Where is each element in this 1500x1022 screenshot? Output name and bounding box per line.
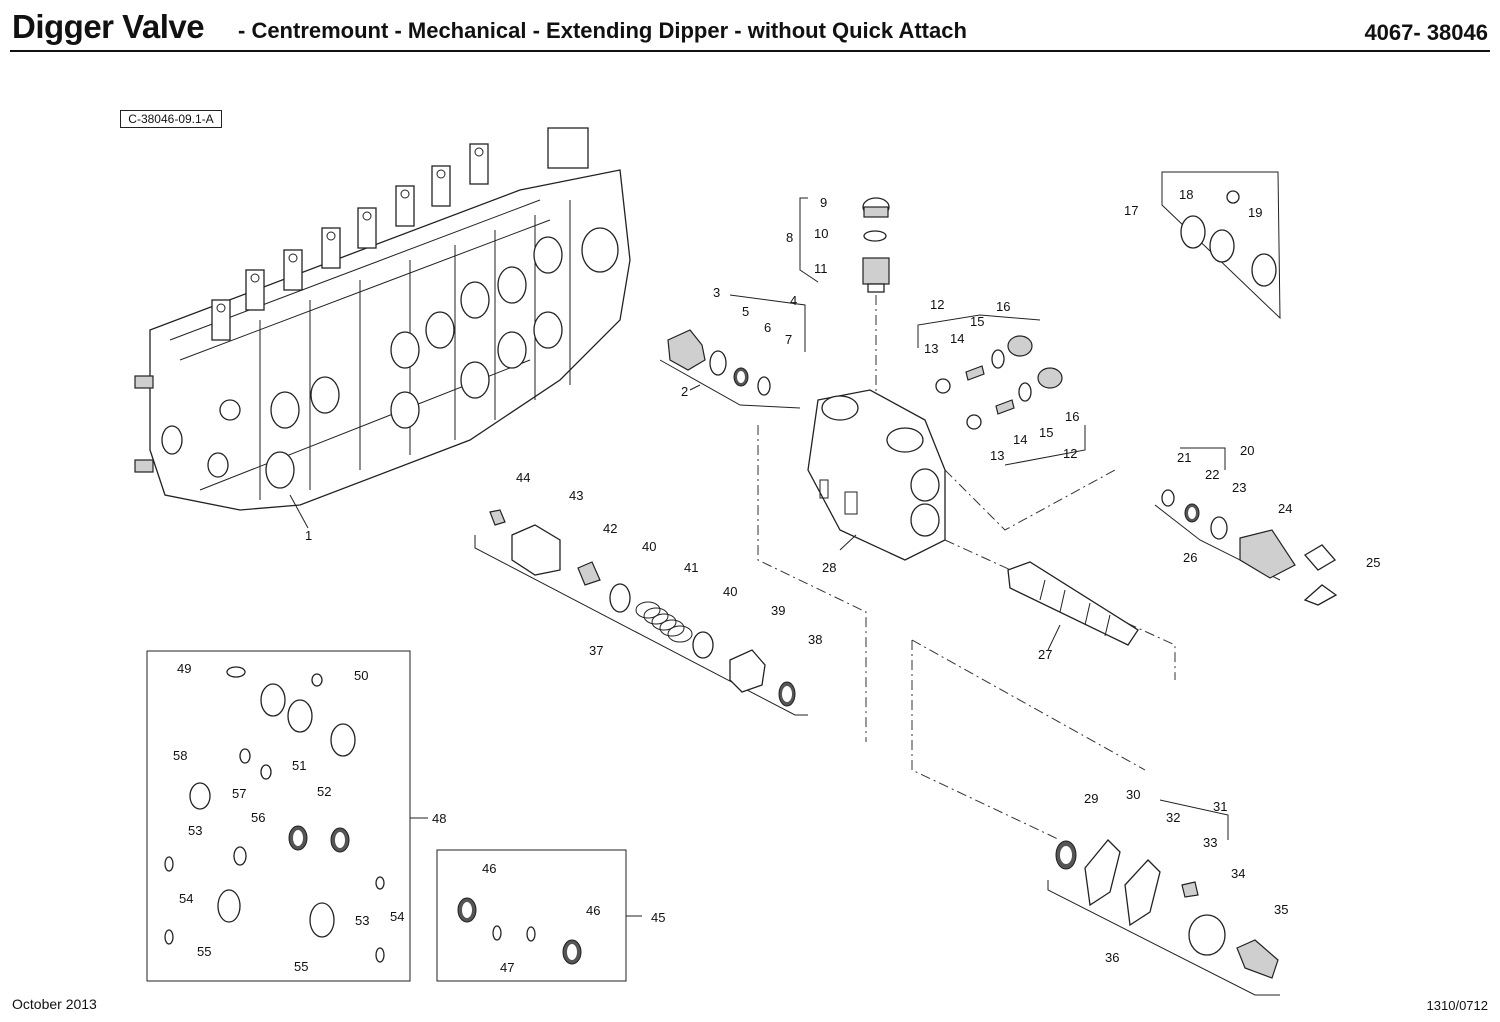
callout-45: 45 (651, 910, 665, 925)
callout-42: 42 (603, 521, 617, 536)
callout-16-2: 16 (1065, 409, 1079, 424)
callout-5: 5 (742, 304, 749, 319)
callout-28: 28 (822, 560, 836, 575)
callout-56: 56 (251, 810, 265, 825)
callout-10: 10 (814, 226, 828, 241)
callout-13-2: 13 (990, 448, 1004, 463)
callout-21: 21 (1177, 450, 1191, 465)
callout-55-2: 55 (294, 959, 308, 974)
callout-48: 48 (432, 811, 446, 826)
callout-54-2: 54 (390, 909, 404, 924)
callout-44: 44 (516, 470, 530, 485)
valve-section-body (757, 389, 1176, 841)
callout-14: 14 (950, 331, 964, 346)
callout-46-2: 46 (586, 903, 600, 918)
callout-1: 1 (305, 528, 312, 543)
callout-49: 49 (177, 661, 191, 676)
callout-7: 7 (785, 332, 792, 347)
callout-55: 55 (197, 944, 211, 959)
page-header: Digger Valve - Centremount - Mechanical … (10, 4, 1490, 50)
callout-46: 46 (482, 861, 496, 876)
callout-2: 2 (681, 384, 688, 399)
main-spool (1007, 561, 1139, 651)
page-title: Digger Valve (12, 8, 205, 45)
callout-29: 29 (1084, 791, 1098, 806)
callout-15-2: 15 (1039, 425, 1053, 440)
callout-25: 25 (1366, 555, 1380, 570)
footer-date: October 2013 (12, 996, 97, 1012)
callout-24: 24 (1278, 501, 1292, 516)
callout-40-2: 40 (723, 584, 737, 599)
callout-16: 16 (996, 299, 1010, 314)
callout-17: 17 (1124, 203, 1138, 218)
callout-53-2: 53 (355, 913, 369, 928)
callout-4: 4 (790, 293, 797, 308)
header-divider (10, 50, 1490, 52)
page-subtitle: - Centremount - Mechanical - Extending D… (238, 18, 967, 43)
callout-50: 50 (354, 668, 368, 683)
callout-47: 47 (500, 960, 514, 975)
seal-kit-17 (1161, 171, 1281, 320)
relief-valve-group (799, 197, 890, 400)
seal-kit-45 (436, 849, 642, 982)
callout-54: 54 (179, 891, 193, 906)
callout-9: 9 (820, 195, 827, 210)
callout-23: 23 (1232, 480, 1246, 495)
callout-39: 39 (771, 603, 785, 618)
callout-27: 27 (1038, 647, 1052, 662)
port-plug-group (659, 294, 806, 409)
callout-3: 3 (713, 285, 720, 300)
callout-6: 6 (764, 320, 771, 335)
callout-22: 22 (1205, 467, 1219, 482)
callout-12-2: 12 (1063, 446, 1077, 461)
callout-18: 18 (1179, 187, 1193, 202)
callout-11: 11 (814, 261, 828, 276)
callout-36: 36 (1105, 950, 1119, 965)
callout-53: 53 (188, 823, 202, 838)
callout-58: 58 (173, 748, 187, 763)
footer-code: 1310/0712 (1426, 998, 1488, 1013)
reference-code-box: C-38046-09.1-A (120, 110, 222, 128)
callout-38: 38 (808, 632, 822, 647)
callout-43: 43 (569, 488, 583, 503)
callout-12: 12 (930, 297, 944, 312)
callout-19: 19 (1248, 205, 1262, 220)
anti-cavitation-group (917, 314, 1086, 466)
callout-8: 8 (786, 230, 793, 245)
callout-34: 34 (1231, 866, 1245, 881)
callout-13: 13 (924, 341, 938, 356)
callout-14-2: 14 (1013, 432, 1027, 447)
document-number: 4067- 38046 (1364, 20, 1488, 45)
callout-57: 57 (232, 786, 246, 801)
seal-kit-48 (146, 650, 428, 982)
callout-51: 51 (292, 758, 306, 773)
callout-41: 41 (684, 560, 698, 575)
callout-31: 31 (1213, 799, 1227, 814)
valve-bank-assembly (134, 127, 631, 529)
callout-33: 33 (1203, 835, 1217, 850)
callout-32: 32 (1166, 810, 1180, 825)
callout-labels: 1234567891011121213131414151516161718192… (173, 187, 1380, 975)
callout-30: 30 (1126, 787, 1140, 802)
callout-37: 37 (589, 643, 603, 658)
load-check-group (1154, 447, 1338, 606)
callout-26: 26 (1183, 550, 1197, 565)
end-cap-group (1047, 799, 1280, 996)
callout-20: 20 (1240, 443, 1254, 458)
callout-35: 35 (1274, 902, 1288, 917)
callout-40: 40 (642, 539, 656, 554)
callout-15: 15 (970, 314, 984, 329)
callout-52: 52 (317, 784, 331, 799)
spring-cap-group (474, 509, 808, 716)
